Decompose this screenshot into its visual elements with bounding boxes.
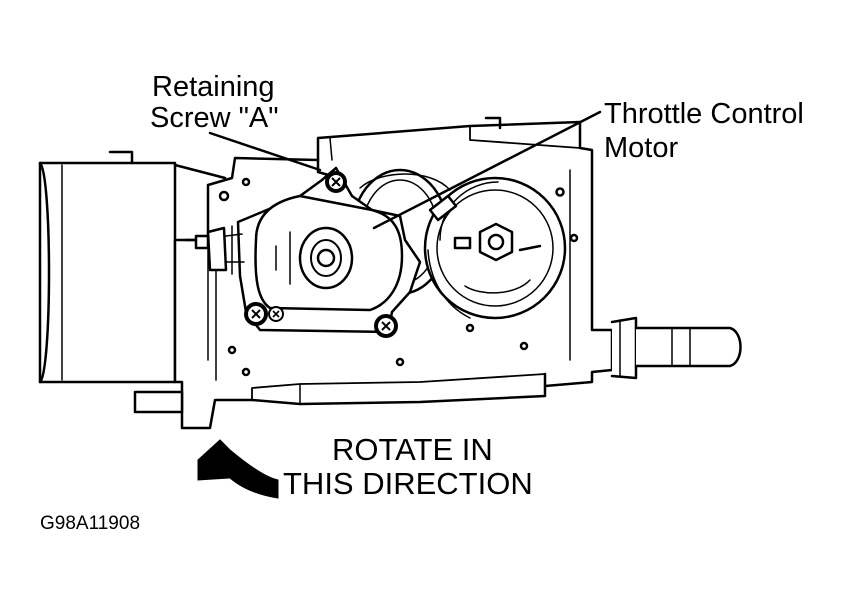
- rotate-label-line1: ROTATE IN: [332, 432, 493, 467]
- outlet-pipe: [610, 316, 742, 380]
- retaining-screw-a: [325, 171, 347, 193]
- rotate-label-line2: THIS DIRECTION: [283, 466, 533, 501]
- throttle-motor-label-line1: Throttle Control: [604, 98, 804, 130]
- figure-code: G98A11908: [40, 513, 141, 534]
- retaining-screw-label-line2: Screw "A": [150, 102, 279, 134]
- retaining-screw-leader: [208, 131, 322, 172]
- screw-small: [268, 306, 284, 322]
- screw-lower-right: [374, 314, 398, 338]
- throttle-motor-label-line2: Motor: [604, 132, 679, 164]
- throttle-control-motor: [184, 166, 422, 334]
- curved-arrow-icon: [197, 439, 279, 499]
- throttle-lever: [423, 176, 567, 320]
- retaining-screw-label-line1: Retaining: [152, 71, 275, 103]
- throttle-motor-leader: [372, 110, 602, 230]
- screw-lower-left: [244, 302, 268, 326]
